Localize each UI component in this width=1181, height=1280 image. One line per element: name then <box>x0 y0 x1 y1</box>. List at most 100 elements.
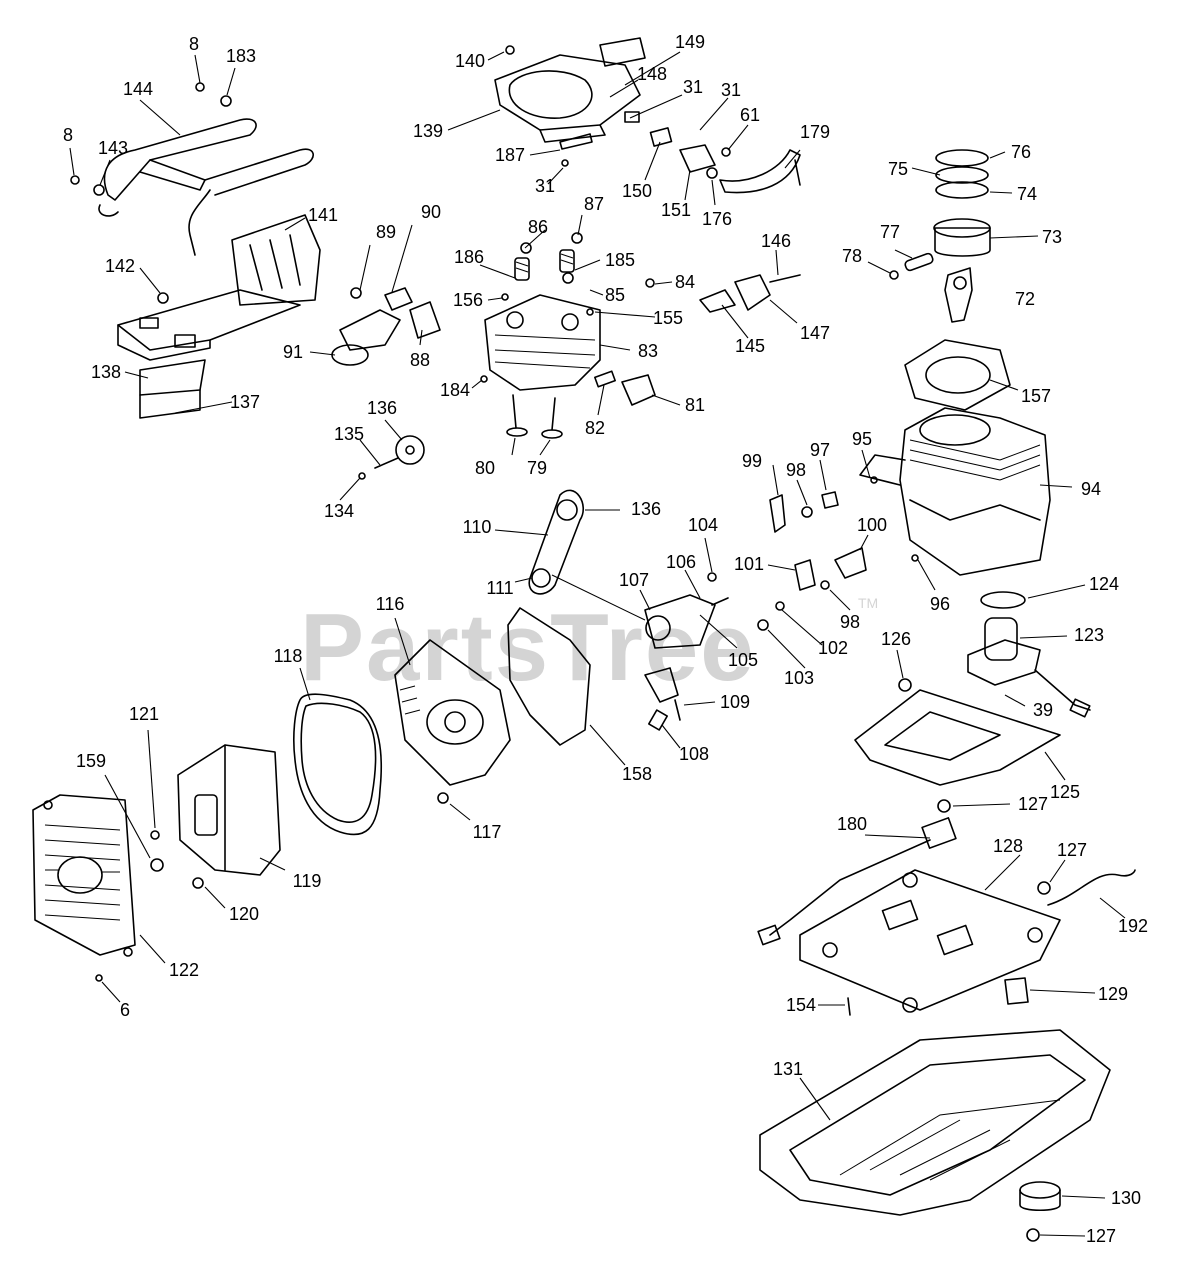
nut-127c <box>1026 1228 1040 1242</box>
callout: 130 <box>1111 1188 1141 1208</box>
seal-118 <box>293 693 383 836</box>
callout: 185 <box>605 250 635 270</box>
callout: 187 <box>495 145 525 165</box>
nut-127b <box>1037 881 1051 895</box>
callout: 140 <box>455 51 485 71</box>
callout: 83 <box>638 341 658 361</box>
callout: 150 <box>622 181 652 201</box>
callout: 186 <box>454 247 484 267</box>
callout: 80 <box>475 458 495 478</box>
callout: 84 <box>675 272 695 292</box>
grille-122 <box>32 794 136 957</box>
callout: 127 <box>1018 794 1048 814</box>
callout: 73 <box>1042 227 1062 247</box>
gasket-158 <box>507 607 591 746</box>
governor-linkage <box>707 491 867 631</box>
handle-144 <box>98 118 314 256</box>
foot-130 <box>1019 1181 1061 1212</box>
callout: 104 <box>688 515 718 535</box>
watermark-trademark: TM <box>858 595 878 611</box>
plate-125 <box>854 678 1061 786</box>
valves <box>506 394 563 439</box>
callout: 141 <box>308 205 338 225</box>
callout: 79 <box>527 458 547 478</box>
callout: 94 <box>1081 479 1101 499</box>
callout: 108 <box>679 744 709 764</box>
callout: 126 <box>881 629 911 649</box>
callout: 39 <box>1033 700 1053 720</box>
callout: 184 <box>440 380 470 400</box>
callout: 192 <box>1118 916 1148 936</box>
callout: 74 <box>1017 184 1037 204</box>
callout: 110 <box>463 517 492 537</box>
small-hardware <box>70 45 919 982</box>
callout-labels: 8 183 144 143 8 141 142 138 137 140 149 … <box>63 32 1148 1246</box>
callout: 118 <box>274 646 303 666</box>
callout: 75 <box>888 159 908 179</box>
callout: 81 <box>685 395 705 415</box>
callout: 90 <box>421 202 441 222</box>
callout: 131 <box>773 1059 803 1079</box>
base-tray-131 <box>759 1029 1111 1216</box>
callout: 85 <box>605 285 625 305</box>
callout: 31 <box>535 176 555 196</box>
callout: 155 <box>653 308 683 328</box>
callout: 116 <box>376 594 405 614</box>
callout: 145 <box>735 336 765 356</box>
rocker-arms <box>699 274 801 313</box>
callout: 138 <box>91 362 121 382</box>
callout: 123 <box>1074 625 1104 645</box>
callout: 99 <box>742 451 762 471</box>
callout: 135 <box>334 424 364 444</box>
callout: 158 <box>622 764 652 784</box>
callout: 139 <box>413 121 443 141</box>
callout: 77 <box>880 222 900 242</box>
piston-assembly <box>889 149 991 323</box>
callout: 96 <box>930 594 950 614</box>
callout: 142 <box>105 256 135 276</box>
callout: 119 <box>293 871 322 891</box>
callout: 61 <box>740 105 760 125</box>
timing-belt-110 <box>528 489 646 621</box>
top-housing-139 <box>494 37 646 143</box>
crankshaft-107 <box>644 594 729 649</box>
gear-136 <box>358 435 425 480</box>
wire-harness-180 <box>757 817 957 946</box>
callout: 95 <box>852 429 872 449</box>
callout: 8 <box>63 125 73 145</box>
callout: 136 <box>367 398 397 418</box>
callout: 105 <box>728 650 758 670</box>
callout: 183 <box>226 46 256 66</box>
cylinder-head-83 <box>484 249 601 391</box>
callout: 159 <box>76 751 106 771</box>
cylinder-94 <box>859 407 1051 576</box>
callout: 6 <box>120 1000 130 1020</box>
callout: 176 <box>702 209 732 229</box>
callout: 106 <box>666 552 696 572</box>
callout: 107 <box>619 570 649 590</box>
callout: 146 <box>761 231 791 251</box>
callout: 97 <box>810 440 830 460</box>
callout: 8 <box>189 34 199 54</box>
callout: 143 <box>98 138 128 158</box>
ignition-coil-123 <box>967 591 1091 718</box>
mount-129 <box>847 977 1029 1016</box>
callout: 127 <box>1057 840 1087 860</box>
callout: 128 <box>993 836 1023 856</box>
callout: 136 <box>631 499 661 519</box>
callout: 144 <box>123 79 153 99</box>
callout: 154 <box>786 995 816 1015</box>
callout: 86 <box>528 217 548 237</box>
wire-192 <box>1047 869 1136 906</box>
crankcase-cover-116 <box>394 639 511 786</box>
part-109-108 <box>644 667 681 731</box>
callout: 100 <box>857 515 887 535</box>
gasket-157 <box>904 339 1011 411</box>
callout: 101 <box>734 554 764 574</box>
callout: 89 <box>376 222 396 242</box>
callout: 125 <box>1050 782 1080 802</box>
callout: 151 <box>661 200 691 220</box>
callout: 122 <box>169 960 199 980</box>
watermark-text: PartsTree <box>300 594 756 701</box>
